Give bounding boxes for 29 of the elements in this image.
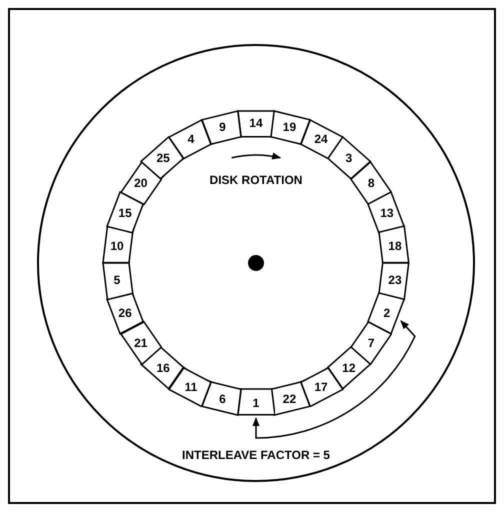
sector-number: 24: [314, 133, 328, 146]
sector-number: 1: [252, 396, 260, 409]
sector-number: 25: [156, 152, 170, 164]
sector-number: 15: [118, 207, 132, 220]
sector-number: 6: [219, 392, 226, 405]
sector-number: 20: [134, 177, 148, 190]
sector-number: 23: [388, 274, 402, 286]
sector-number: 10: [110, 240, 124, 252]
sector-number: 17: [314, 380, 328, 393]
sector-number: 13: [380, 207, 394, 220]
sector-number: 2: [384, 306, 390, 319]
sector-number: 8: [368, 177, 375, 190]
sector-number: 11: [184, 380, 198, 393]
sector-number: 4: [188, 133, 194, 146]
sector-number: 9: [219, 121, 226, 134]
sector-number: 18: [388, 240, 402, 252]
sector-number: 19: [282, 121, 296, 134]
sector-number: 22: [282, 392, 296, 405]
sector-number: 14: [249, 116, 263, 129]
sector-number: 16: [156, 362, 170, 374]
sector-number: 12: [342, 362, 356, 374]
rotation-label: DISK ROTATION: [210, 172, 302, 189]
sector-number: 3: [345, 152, 352, 164]
sector-number: 5: [114, 274, 120, 286]
curved-arrow: [252, 320, 416, 439]
sector-number: 26: [118, 306, 132, 319]
sector-number: 7: [368, 336, 375, 349]
interleave-label: INTERLEAVE FACTOR = 5: [182, 447, 330, 464]
sector-number: 21: [134, 336, 148, 349]
